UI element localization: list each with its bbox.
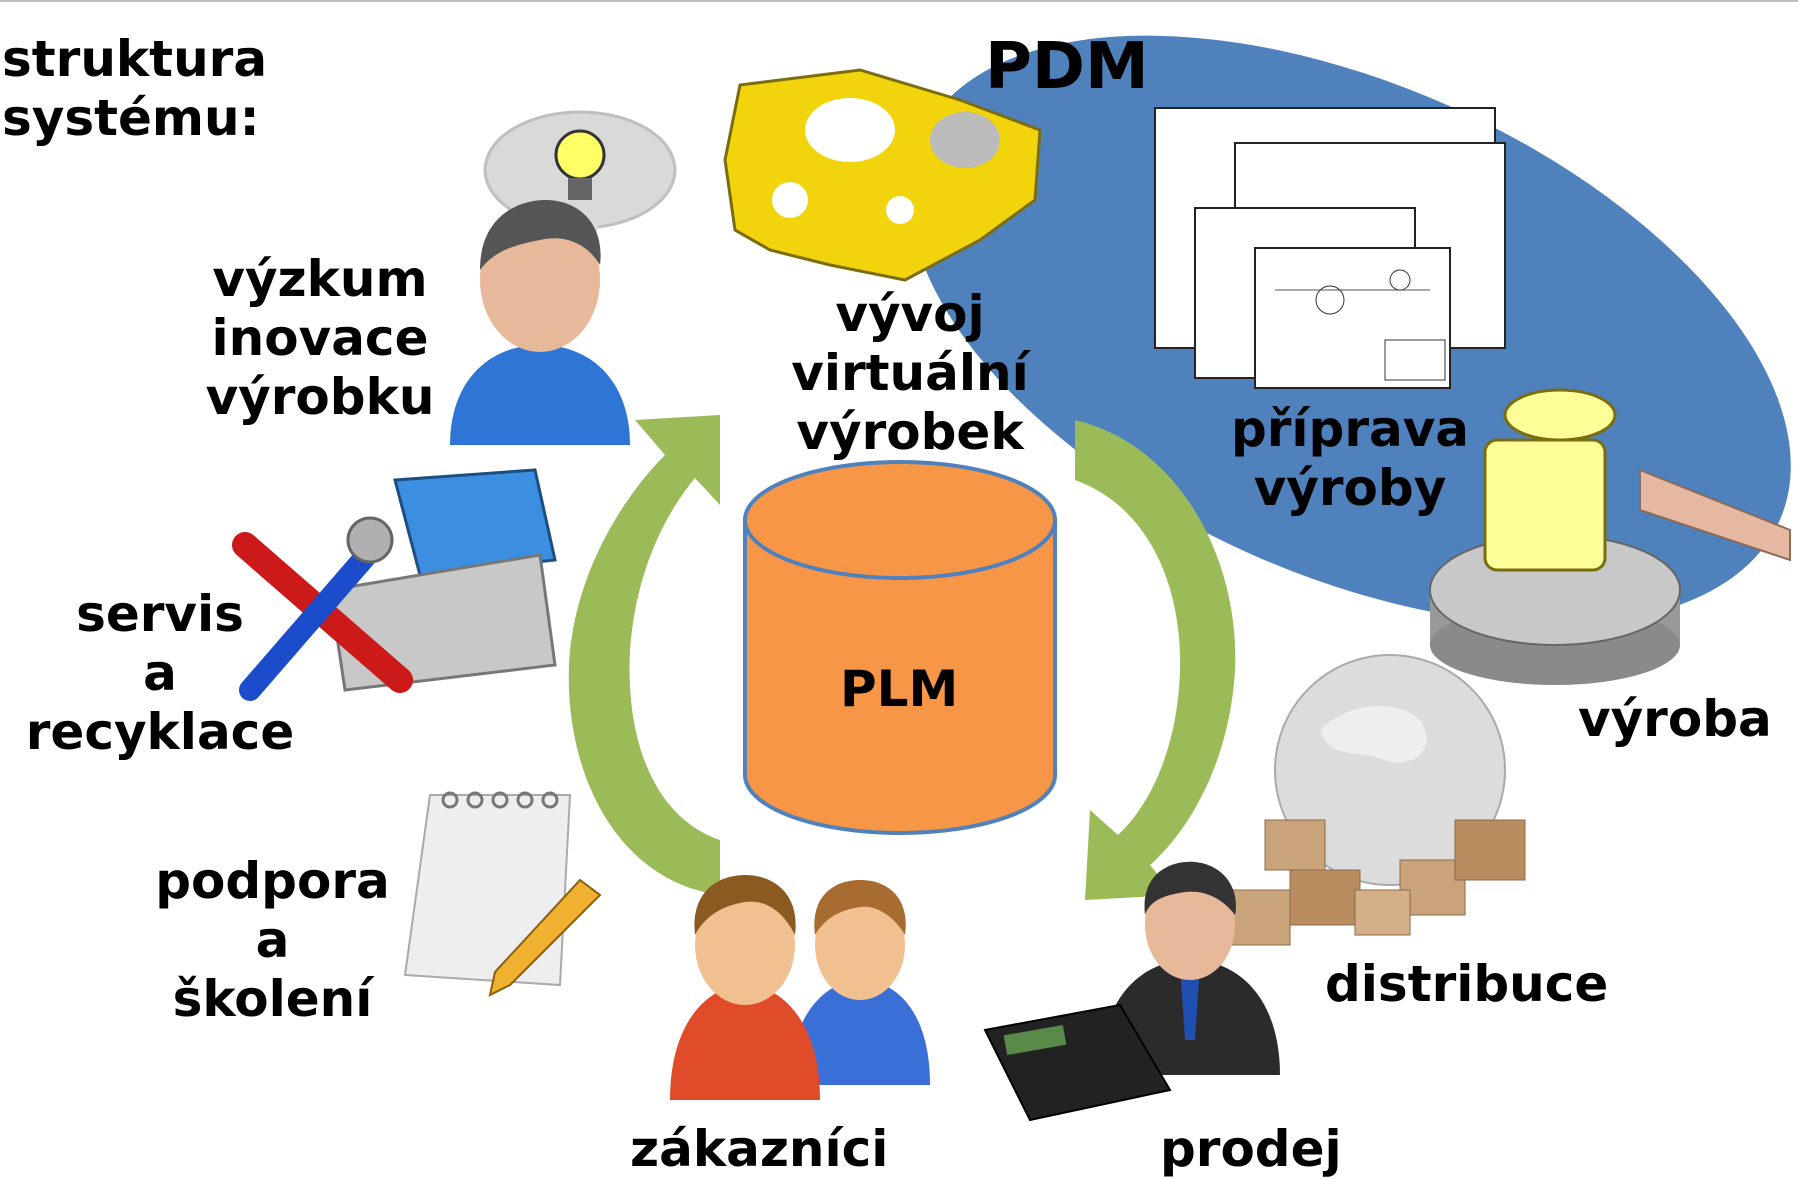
cad-part-icon [723, 68, 1042, 282]
salesman-calculator-icon [983, 861, 1280, 1122]
arrow-left [568, 415, 720, 895]
technical-drawings-icon [1154, 107, 1506, 389]
node-distribuce: distribuce [1325, 955, 1609, 1013]
toolbox-icon [232, 468, 557, 701]
cycle-arrows [568, 415, 1236, 900]
plm-database [743, 460, 1057, 835]
customers-icon [670, 875, 930, 1100]
pdm-label: PDM [985, 30, 1149, 104]
person-idea-icon [450, 110, 677, 445]
arrow-right [1075, 420, 1236, 900]
node-prodej: prodej [1160, 1120, 1342, 1178]
plm-label: PLM [840, 660, 959, 718]
node-vyroba: výroba [1578, 690, 1772, 748]
notepad-pencil-icon [403, 791, 602, 997]
globe-boxes-icon [1219, 654, 1526, 946]
machined-part-icon [1429, 388, 1791, 685]
node-zakaznici: zákazníci [630, 1120, 889, 1178]
